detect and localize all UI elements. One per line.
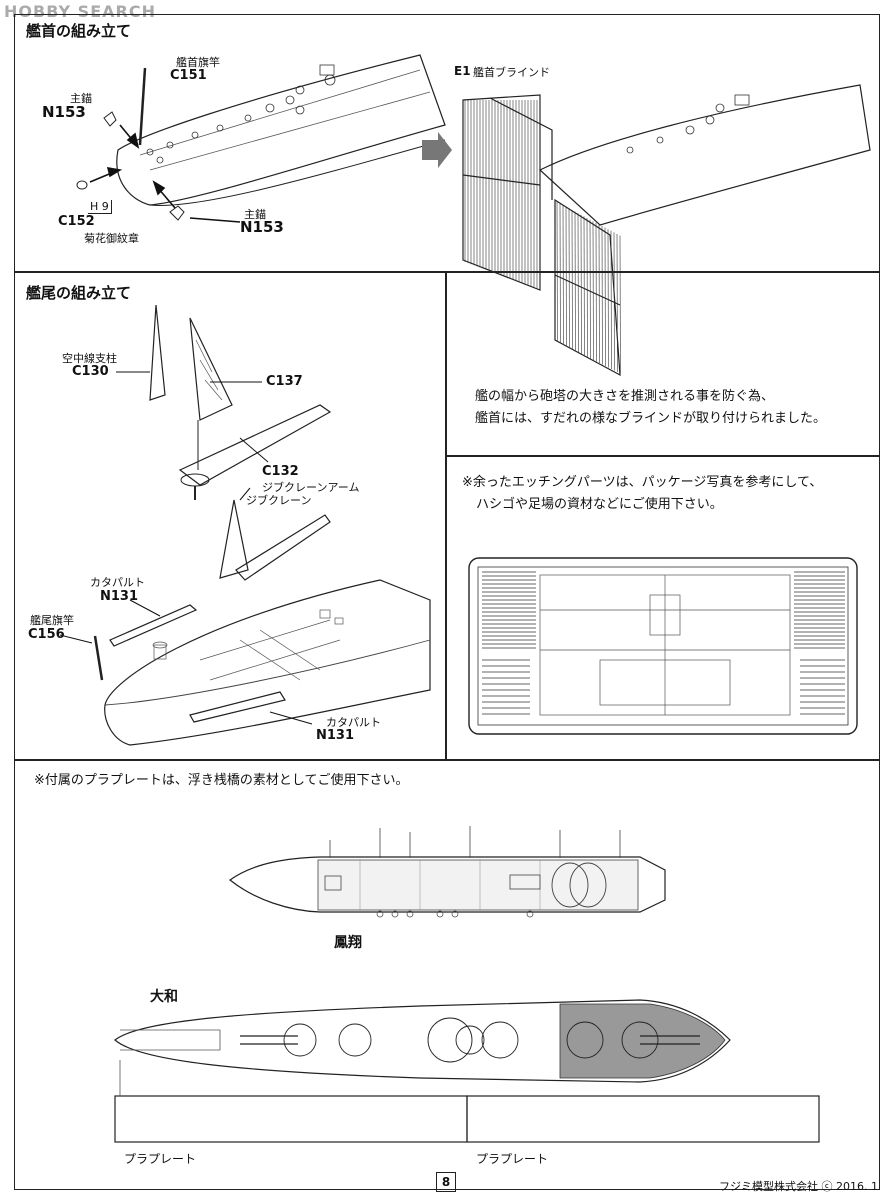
anchor-part-2: N153 [240, 218, 284, 236]
stern-flagpole-label: 艦尾旗竿 [30, 614, 74, 627]
crest-part: C152 [58, 214, 95, 229]
anchor-label-1: 主錨 [70, 92, 92, 105]
jib-arm-label: ジブクレーンアーム [262, 481, 360, 494]
blind-note-line1: 艦の幅から砲塔の大きさを推測される事を防ぐ為、 [475, 389, 775, 404]
bow-flagpole-label: 艦首旗竿 [176, 56, 220, 69]
bow-assembly-panel [14, 14, 880, 272]
antenna-mast-label: 空中線支柱 [62, 352, 117, 365]
jib-arm-part: C132 [262, 464, 299, 479]
blind-note-panel [446, 272, 880, 456]
stern-flagpole-part: C156 [28, 627, 65, 642]
crest-ref: H 9 [88, 200, 112, 214]
watermark-logo: HOBBY SEARCH [4, 2, 156, 21]
bow-flagpole-part: C151 [170, 68, 207, 83]
blind-label: 艦首ブラインド [473, 66, 550, 79]
bow-panel-title: 艦首の組み立て [26, 22, 132, 40]
anchor-part-1: N153 [42, 103, 86, 121]
publisher-footer: フジミ模型株式会社 ⓒ 2016. 1 [719, 1180, 878, 1193]
bow-hull-drawing [76, 54, 871, 377]
etching-note-line2: ハシゴや足場の資材などにご使用下さい。 [476, 497, 723, 512]
antenna-mast-part: C130 [72, 364, 109, 379]
plate-label-1: プラプレート [124, 1152, 197, 1166]
stern-panel-title: 艦尾の組み立て [26, 284, 132, 302]
hosho-ship-name: 鳳翔 [334, 935, 362, 951]
catapult-part-1: N131 [100, 589, 139, 604]
plastic-plate-panel [14, 760, 880, 1190]
etching-panel [446, 456, 880, 760]
jib-crane-label: ジブクレーン [246, 494, 312, 507]
catapult-label-2: カタパルト [326, 716, 381, 729]
catapult-part-2: N131 [316, 728, 355, 743]
yamato-ship-name: 大和 [150, 989, 178, 1005]
blind-part-number: E1 [454, 64, 471, 78]
stern-hull-drawing [59, 304, 431, 746]
plastic-plate-note: ※付属のプラプレートは、浮き桟橋の素材としてご使用下さい。 [34, 773, 409, 788]
crest-label: 菊花御紋章 [84, 232, 139, 245]
plate-label-2: プラプレート [476, 1152, 549, 1166]
stern-assembly-panel [14, 272, 446, 760]
catapult-label-1: カタパルト [90, 576, 145, 589]
etching-note-line1: ※余ったエッチングパーツは、パッケージ写真を参考にして、 [462, 475, 823, 490]
anchor-label-2: 主錨 [244, 208, 266, 221]
blind-note-line2: 艦首には、すだれの様なブラインドが取り付けられました。 [475, 411, 827, 426]
etching-sheet-drawing [468, 557, 858, 735]
jib-mast-part: C137 [266, 374, 303, 389]
page-number: 8 [436, 1172, 456, 1192]
